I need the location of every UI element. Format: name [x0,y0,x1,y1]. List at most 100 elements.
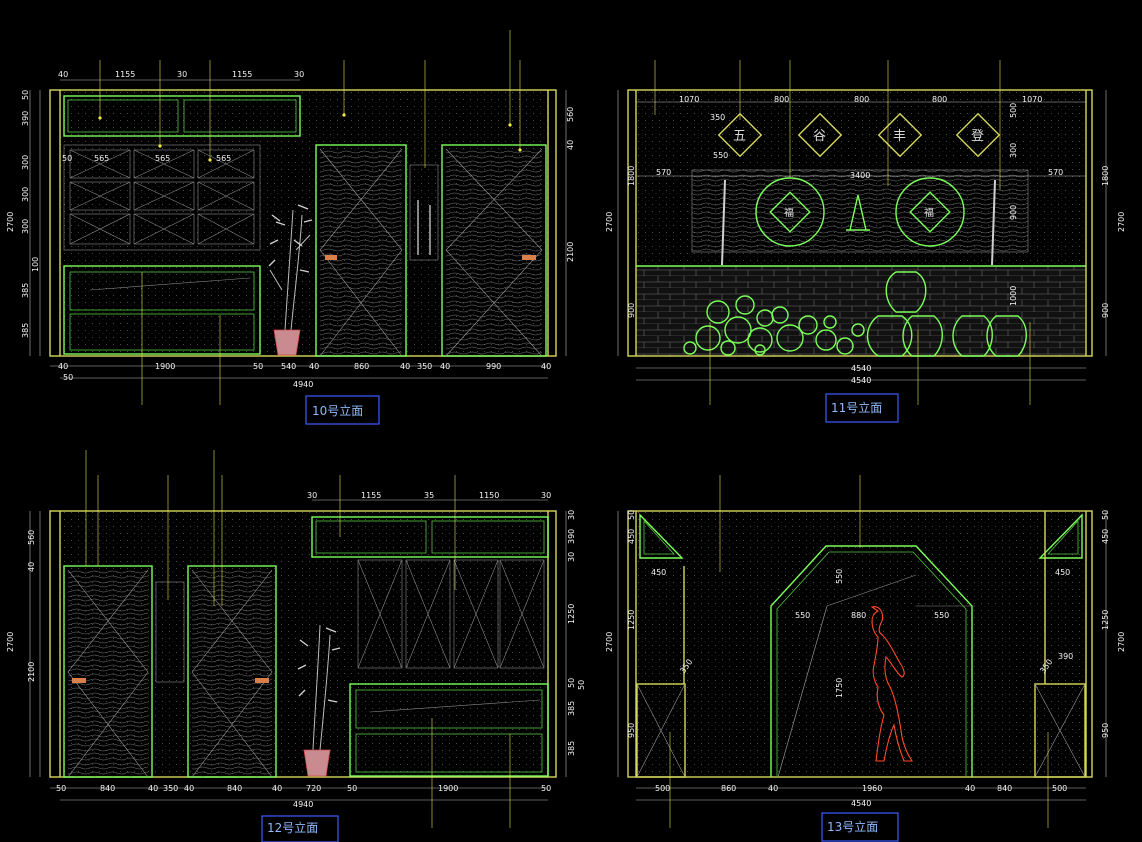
display-shelf [63,144,261,251]
low-cabinet-right [1034,683,1086,778]
dim-bottom-2: 840 [100,784,115,793]
character-diamonds: 五 谷 丰 登 [717,112,1001,158]
dim-right-1: 450 [1101,529,1110,544]
stone-wall-base [636,266,1086,356]
dim-bottom-5: 40 [309,362,319,371]
dim-left-3: 1250 [627,610,636,630]
dim-bottom-5: 40 [965,784,975,793]
dim-right-extra: 50 [577,680,586,690]
shelf-dim-4: 565 [216,154,231,163]
dim-diamond-1: 350 [710,113,725,122]
dim-overall-b: 4540 [851,376,871,385]
ingot-ornament [846,194,870,231]
dim-bottom-8: 720 [306,784,321,793]
shelf-dim-1: 50 [62,154,72,163]
shelf-dim-2: 565 [94,154,109,163]
dim-bottom-4: 350 [163,784,178,793]
human-scale-figure [870,606,914,762]
dim-left-15: 385 [21,323,30,338]
dim-inner-5: 550 [934,611,949,620]
dim-top-1: 1070 [679,95,699,104]
door-handle [325,255,337,260]
dim-right-2: 300 [1009,143,1018,158]
dim-bottom-8: 350 [417,362,432,371]
dim-inner-6: 1750 [835,678,844,698]
dim-bottom-1: 500 [655,784,670,793]
dim-bottom-11: 50 [541,784,551,793]
dim-left-1: 1800 [627,166,636,186]
dim-left-4: 950 [627,723,636,738]
dim-right-4: 1250 [567,604,576,624]
dim-bottom-6: 840 [227,784,242,793]
dim-overall: 4940 [293,380,313,389]
dim-overall: 4940 [293,800,313,809]
lower-cabinet [349,683,549,777]
dim-bottom-6: 860 [354,362,369,371]
dim-top-4: 1155 [232,70,252,79]
dim-bottom-6: 840 [997,784,1012,793]
dim-right-2: 1250 [1101,610,1110,630]
elevation-title-box [305,395,380,425]
elevation-title: 12号立面 [267,820,318,835]
dim-far-right-1: 1800 [1101,166,1110,186]
shelf-dim-3: 565 [155,154,170,163]
potted-bamboo [297,624,341,777]
pebble-pile [683,295,865,356]
clay-jars [866,271,1027,357]
dim-left-total: 2700 [605,632,614,652]
dim-inner-8: 450 [1055,568,1070,577]
lattice-upper-cabinet [311,516,549,558]
char-3: 丰 [893,129,906,144]
dim-bottom-3: 50 [253,362,263,371]
elevation-13: 500 860 40 1960 40 840 500 4540 2700 50 … [605,475,1126,842]
dim-bottom-7: 500 [1052,784,1067,793]
dim-overall: 4540 [851,799,871,808]
corner-shelf-right [1038,513,1083,559]
dim-right-1: 30 [567,510,576,520]
dim-bottom-7: 40 [272,784,282,793]
dim-far-right-total: 2700 [1117,632,1126,652]
dim-top-5: 30 [541,491,551,500]
dim-left-9: 300 [21,219,30,234]
dim-mid-2: 3400 [850,171,870,180]
dim-right-8: 385 [567,741,576,756]
dim-bottom-4: 540 [281,362,296,371]
dim-right-6: 385 [567,701,576,716]
dim-left-total: 2700 [605,212,614,232]
dim-left-13: 385 [21,283,30,298]
elevation-12: 30 1155 35 1150 30 50 840 40 350 40 840 … [6,450,586,842]
dim-bottom-1: 40 [58,362,68,371]
wood-panel [692,170,1028,252]
dim-top-1: 30 [307,491,317,500]
arch-opening [770,545,973,777]
dim-top-4: 1150 [479,491,499,500]
dim-right-4: 50 [1101,510,1110,520]
dim-bottom-10: 990 [486,362,501,371]
dim-left-1: 560 [27,530,36,545]
dim-inner-3: 550 [795,611,810,620]
dim-right-3: 2100 [566,242,575,262]
dim-bottom-9: 50 [347,784,357,793]
dim-bottom-1: 50 [56,784,66,793]
dim-left-5: 300 [21,155,30,170]
dim-bottom-4: 1960 [862,784,882,793]
low-cabinet-left [636,683,686,778]
dim-left-7: 300 [21,187,30,202]
dim-top-4: 800 [932,95,947,104]
dim-bottom-3: 40 [148,784,158,793]
dim-top-3: 800 [854,95,869,104]
elevation-title: 11号立面 [831,400,882,415]
dim-right-1: 560 [566,107,575,122]
lattice-upper-cabinet [63,95,301,137]
dim-left-2: 40 [27,562,36,572]
dim-inner-2: 550 [835,569,844,584]
dim-bottom-10: 1900 [438,784,458,793]
dim-right-3: 950 [1101,723,1110,738]
elevation-title: 13号立面 [827,819,878,834]
dim-mid-1: 570 [656,168,671,177]
dim-top-3: 30 [177,70,187,79]
fu-left: 福 [784,206,794,219]
fu-right: 福 [924,206,934,219]
dim-left-2: 450 [627,529,636,544]
dim-bottom-first: 50 [63,373,73,382]
